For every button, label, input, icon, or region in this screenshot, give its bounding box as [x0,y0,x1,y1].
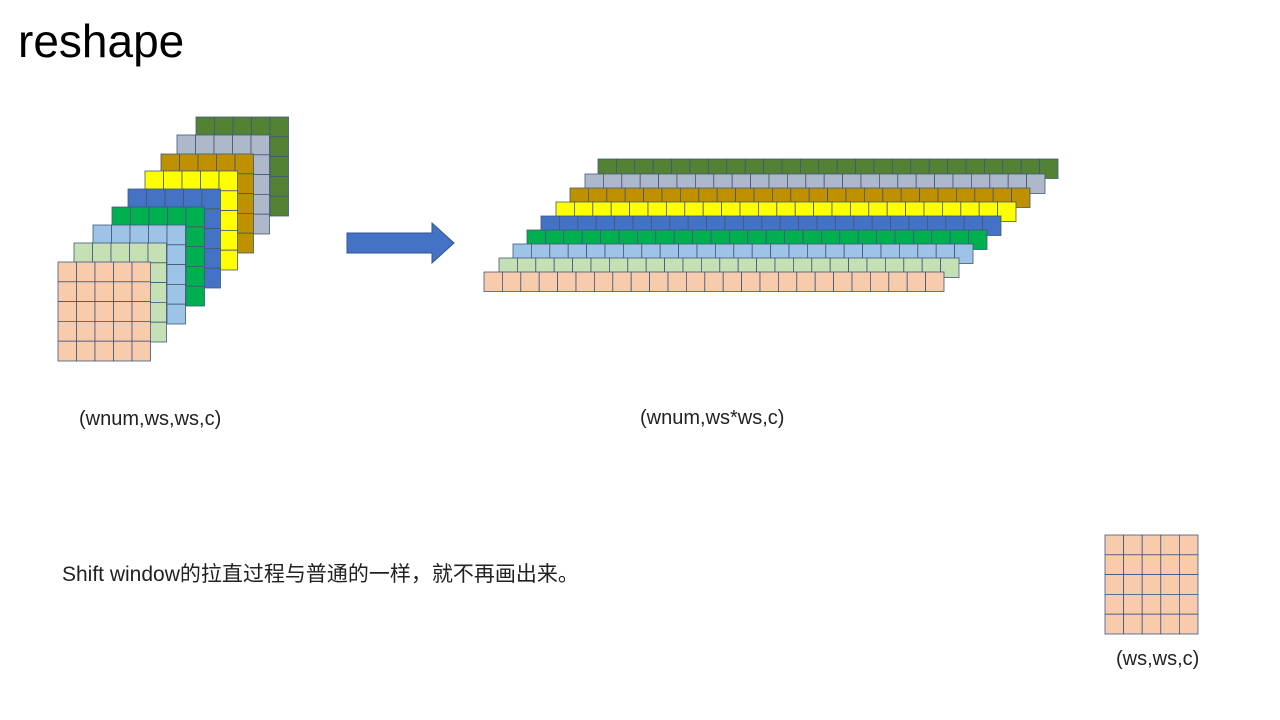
single-shape-label: (ws,ws,c) [1116,648,1200,670]
stack-shape-label: (wnum,ws,ws,c) [79,408,222,430]
flat-strip-1 [483,271,945,292]
slide-title: reshape [18,15,185,67]
right-arrow-icon [346,221,455,265]
shift-window-note: Shift window的拉直过程与普通的一样，就不再画出来。 [62,563,579,586]
stack-layer-1 [57,261,151,362]
flat-shape-label: (wnum,ws*ws,c) [640,407,785,429]
single-window-grid [1104,534,1199,635]
